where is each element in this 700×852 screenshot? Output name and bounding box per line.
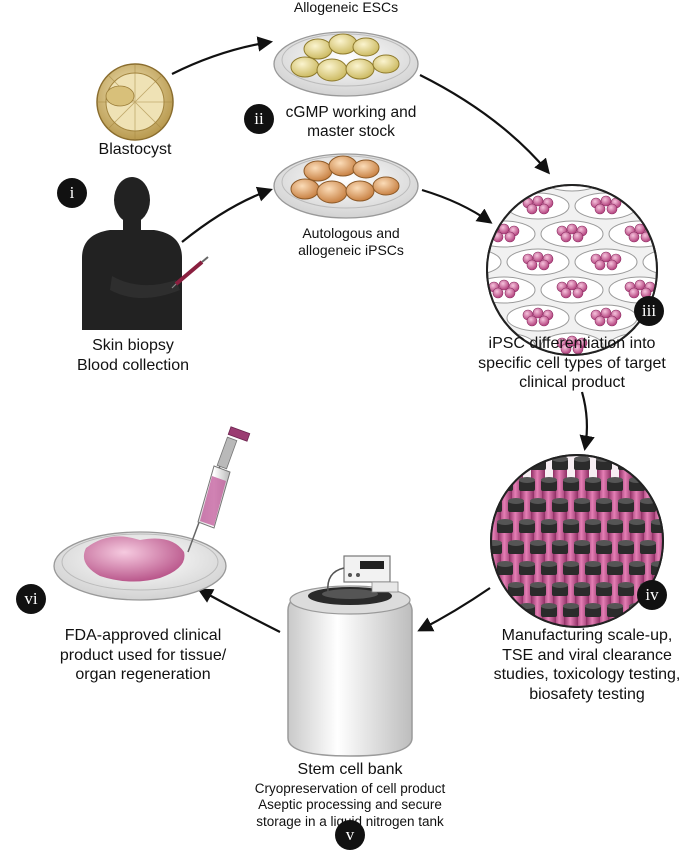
label-differentiation: iPSC differentiation into specific cell … [452, 334, 692, 393]
label-biopsy-line: Skin biopsy [92, 337, 174, 354]
label-allogeneic-escs: Allogeneic ESCs [293, 0, 399, 15]
label-differentiation-line: specific cell types of target [478, 354, 666, 372]
arrow-bank-to-product [197, 588, 281, 633]
badge-step-iv: iv [637, 580, 667, 610]
cell-dish [608, 185, 657, 192]
arrow-biopsy-to-ipscs [181, 186, 273, 243]
label-biopsy-line: Blood collection [76, 356, 190, 374]
label-ipscs: Autologous and allogeneic iPSCs [276, 225, 426, 259]
label-fda-line: product used for tissue/ [59, 646, 227, 664]
label-blastocyst: Blastocyst [98, 141, 172, 158]
human-silhouette-illustration [82, 177, 209, 330]
syringe-small-icon [171, 256, 209, 289]
cell-dish [574, 304, 638, 332]
cell-dish [540, 332, 604, 355]
cell-dish [487, 276, 536, 304]
arrow-escs-to-differentiation [419, 74, 550, 175]
label-bank-title: Stem cell bank [297, 761, 403, 778]
cell-dish [487, 220, 536, 248]
blastocyst-illustration [96, 63, 174, 141]
label-fda-line: FDA-approved clinical [64, 627, 222, 644]
label-differentiation-line: clinical product [519, 374, 625, 392]
cell-dish [506, 248, 570, 276]
bioreactor-tube [563, 603, 579, 627]
label-bank-line: Cryopreservation of cell product [254, 781, 446, 796]
cell-dish [540, 276, 604, 304]
arrow-blastocyst-to-escs [171, 36, 274, 75]
label-stock: cGMP working and master stock [276, 104, 426, 142]
manufacturing-tubes-illustration [490, 454, 664, 628]
cell-dish [642, 192, 657, 220]
label-differentiation-line: iPSC differentiation into [488, 335, 656, 352]
cell-dish [487, 185, 536, 192]
label-manufacturing: Manufacturing scale-up, TSE and viral cl… [474, 626, 700, 704]
badge-step-iii: iii [634, 296, 664, 326]
arrow-differentiation-to-manufacturing [579, 391, 595, 452]
label-manufacturing-line: Manufacturing scale-up, [501, 627, 673, 644]
label-manufacturing-line: TSE and viral clearance [502, 646, 672, 664]
badge-step-ii: ii [244, 104, 274, 134]
nitrogen-tank-illustration [287, 555, 413, 757]
label-fda-product: FDA-approved clinical product used for t… [28, 626, 258, 685]
bioreactor-tube [552, 582, 568, 627]
ipsc-dish-illustration [273, 153, 419, 219]
label-manufacturing-line: studies, toxicology testing, [493, 666, 681, 684]
label-ipscs-line: allogeneic iPSCs [298, 242, 404, 259]
arrow-manufacturing-to-bank [417, 587, 491, 632]
product-dish-illustration [53, 531, 227, 601]
label-ipscs-line: Autologous and [302, 225, 400, 241]
label-bank-line: Aseptic processing and secure [258, 797, 442, 813]
cell-dish [540, 220, 604, 248]
cell-dish [608, 220, 657, 248]
cell-dish [487, 304, 502, 332]
bioreactor-tube [662, 456, 663, 470]
label-fda-line: organ regeneration [75, 666, 211, 684]
badge-step-i: i [57, 178, 87, 208]
label-manufacturing-line: biosafety testing [529, 685, 645, 703]
esc-dish-illustration [273, 31, 419, 97]
arrow-ipscs-to-differentiation [421, 188, 493, 224]
badge-step-vi: vi [16, 584, 46, 614]
syringe-icon [187, 426, 251, 553]
cell-dish [487, 248, 502, 276]
label-stock-line: master stock [307, 122, 395, 140]
cell-dish [487, 192, 502, 220]
bioreactor-tube [596, 582, 612, 627]
cell-dish [506, 304, 570, 332]
differentiation-dishes-illustration [486, 184, 658, 356]
label-biopsy: Skin biopsy Blood collection [58, 336, 208, 375]
bioreactor-tube [574, 582, 590, 627]
cell-dish [574, 248, 638, 276]
badge-step-v: v [335, 820, 365, 850]
label-stock-line: cGMP working and [285, 104, 417, 121]
cell-dish [642, 248, 657, 276]
